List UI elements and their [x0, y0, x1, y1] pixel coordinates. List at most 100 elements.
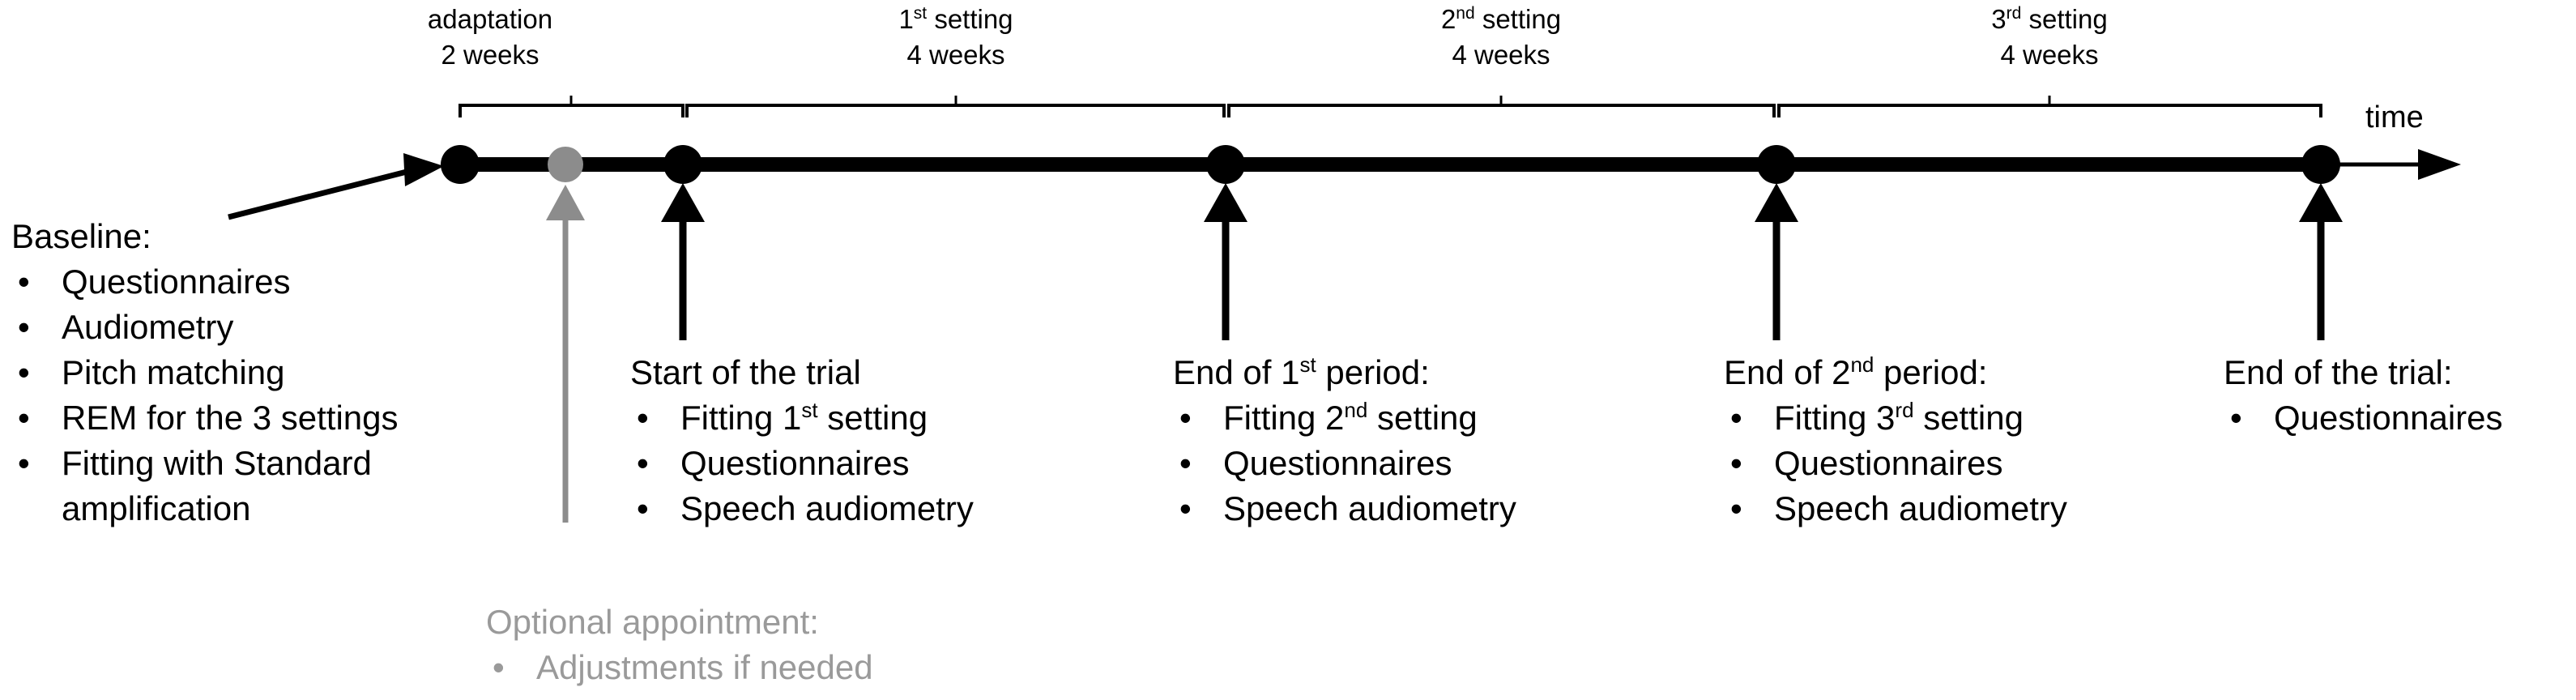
- start-of-trial-item-prefix: Fitting 1: [680, 399, 802, 437]
- list-item: • Questionnaires: [1724, 441, 2226, 486]
- phase-setting-2-name: 2nd setting: [1416, 2, 1586, 37]
- end-of-1st-period-heading-suffix: period:: [1316, 353, 1430, 391]
- end-of-2nd-period-heading-prefix: End of 2: [1724, 353, 1851, 391]
- event-block-end-of-1st-period: End of 1st period: •Fitting 2nd setting …: [1173, 350, 1675, 531]
- bullet-icon: •: [18, 444, 30, 482]
- phase-label-adaptation: adaptation 2 weeks: [409, 2, 571, 73]
- baseline-item-text: Audiometry: [62, 308, 234, 346]
- phase-setting-1-duration: 4 weeks: [906, 40, 1005, 70]
- phase-setting-1-word: setting: [934, 4, 1013, 34]
- bracket-setting-3: [1777, 104, 2322, 117]
- event-block-optional-appointment: Optional appointment: • Adjustments if ne…: [486, 600, 988, 690]
- end-of-2nd-period-heading: End of 2nd period:: [1724, 350, 2226, 395]
- arrow-end-of-2nd-period: [1755, 183, 1798, 340]
- bullet-icon: •: [493, 648, 505, 686]
- end-of-2nd-period-item-text: Questionnaires: [1774, 444, 2003, 482]
- end-of-2nd-period-item-prefix: Fitting 3: [1774, 399, 1896, 437]
- baseline-item-text: REM for the 3 settings: [62, 399, 399, 437]
- list-item: • Audiometry: [11, 305, 514, 350]
- bullet-icon: •: [18, 308, 30, 346]
- baseline-heading: Baseline:: [11, 217, 151, 255]
- phase-adaptation-duration: 2 weeks: [441, 40, 540, 70]
- milestone-dots: [441, 145, 2340, 184]
- list-item: • Questionnaires: [630, 441, 1132, 486]
- list-item: • Questionnaires: [2224, 395, 2576, 441]
- bullet-icon: •: [18, 353, 30, 391]
- bullet-icon: •: [637, 399, 649, 437]
- bullet-icon: •: [637, 444, 649, 482]
- list-item: •Fitting 2nd setting: [1173, 395, 1675, 441]
- end-of-1st-period-heading-prefix: End of 1: [1173, 353, 1300, 391]
- dot-baseline: [441, 145, 480, 184]
- end-of-1st-period-item-prefix: Fitting 2: [1223, 399, 1345, 437]
- list-item: •Fitting 3rd setting: [1724, 395, 2226, 441]
- phase-setting-2-word: setting: [1482, 4, 1562, 34]
- end-of-2nd-period-item-text: Speech audiometry: [1774, 489, 2067, 527]
- list-item: •Speech audiometry: [630, 486, 1132, 531]
- dot-end-of-1st-period: [1206, 145, 1245, 184]
- optional-appointment-heading: Optional appointment:: [486, 603, 819, 641]
- dot-start-of-trial: [663, 145, 702, 184]
- baseline-item-text: Pitch matching: [62, 353, 285, 391]
- end-of-trial-item-list: • Questionnaires: [2224, 395, 2576, 441]
- arrow-optional-appointment: [546, 185, 585, 523]
- end-of-trial-heading: End of the trial:: [2224, 353, 2453, 391]
- bracket-setting-1: [685, 104, 1226, 117]
- end-of-1st-period-heading-ordinal-suffix: st: [1299, 352, 1316, 377]
- end-of-2nd-period-heading-ordinal-suffix: nd: [1850, 352, 1874, 377]
- end-of-2nd-period-item-ordinal-suffix: rd: [1895, 398, 1914, 422]
- phase-label-setting-2: 2nd setting 4 weeks: [1416, 2, 1586, 73]
- bullet-icon: •: [1730, 444, 1742, 482]
- start-of-trial-item-text: Questionnaires: [680, 444, 910, 482]
- start-of-trial-item-suffix: setting: [817, 399, 928, 437]
- dot-optional-appointment: [548, 147, 583, 182]
- end-of-1st-period-item-text: Questionnaires: [1223, 444, 1452, 482]
- list-item: •Fitting with Standard: [11, 441, 514, 486]
- phase-setting-2-duration: 4 weeks: [1452, 40, 1550, 70]
- phase-brackets: [458, 96, 2322, 117]
- baseline-item-list: • Questionnaires • Audiometry • Pitch match…: [11, 259, 514, 531]
- phase-setting-3-name: 3rd setting: [1964, 2, 2135, 37]
- phase-setting-1-name: 1st setting: [871, 2, 1041, 37]
- optional-appointment-item-list: • Adjustments if needed: [486, 645, 988, 690]
- bullet-icon: •: [1179, 399, 1192, 437]
- list-item-continuation: amplification: [11, 486, 514, 531]
- end-of-1st-period-item-ordinal-suffix: nd: [1344, 398, 1368, 422]
- time-axis: [454, 149, 2461, 180]
- arrow-end-of-trial: [2299, 183, 2343, 340]
- start-of-trial-item-list: • Fitting 1st setting • Questionnaires •Sp…: [630, 395, 1132, 531]
- phase-setting-1-ordinal: 1: [898, 4, 914, 34]
- dot-end-of-2nd-period: [1757, 145, 1796, 184]
- list-item: •Speech audiometry: [1173, 486, 1675, 531]
- baseline-item-text: Questionnaires: [62, 262, 291, 301]
- bullet-icon: •: [18, 262, 30, 301]
- phase-setting-1-ordinal-suffix: st: [913, 4, 928, 23]
- bracket-adaptation: [458, 104, 685, 117]
- list-item: • Pitch matching: [11, 350, 514, 395]
- phase-adaptation-name: adaptation: [427, 4, 553, 34]
- event-block-end-of-2nd-period: End of 2nd period: •Fitting 3rd setting …: [1724, 350, 2226, 531]
- bullet-icon: •: [2230, 399, 2242, 437]
- bullet-icon: •: [18, 399, 30, 437]
- list-item: • REM for the 3 settings: [11, 395, 514, 441]
- bullet-icon: •: [1730, 399, 1742, 437]
- arrow-end-of-1st-period: [1204, 183, 1247, 340]
- start-of-trial-item-ordinal-suffix: st: [801, 398, 818, 422]
- arrow-start-of-trial: [661, 183, 705, 340]
- phase-setting-3-word: setting: [2028, 4, 2108, 34]
- list-item: •Speech audiometry: [1724, 486, 2226, 531]
- event-block-start-of-trial: Start of the trial •Fitting 1st setting …: [630, 350, 1132, 531]
- end-of-2nd-period-heading-suffix: period:: [1874, 353, 1988, 391]
- axis-label-time: time: [2365, 100, 2424, 134]
- phase-setting-3-ordinal: 3: [1991, 4, 2007, 34]
- baseline-pointer-arrow: [228, 153, 444, 220]
- phase-setting-2-ordinal: 2: [1440, 4, 1456, 34]
- callout-arrows: [546, 183, 2343, 523]
- list-item: • Questionnaires: [11, 259, 514, 305]
- optional-appointment-item-text: Adjustments if needed: [536, 648, 873, 686]
- bullet-icon: •: [1179, 489, 1192, 527]
- end-of-trial-item-text: Questionnaires: [2274, 399, 2503, 437]
- phase-setting-3-ordinal-suffix: rd: [2006, 4, 2022, 23]
